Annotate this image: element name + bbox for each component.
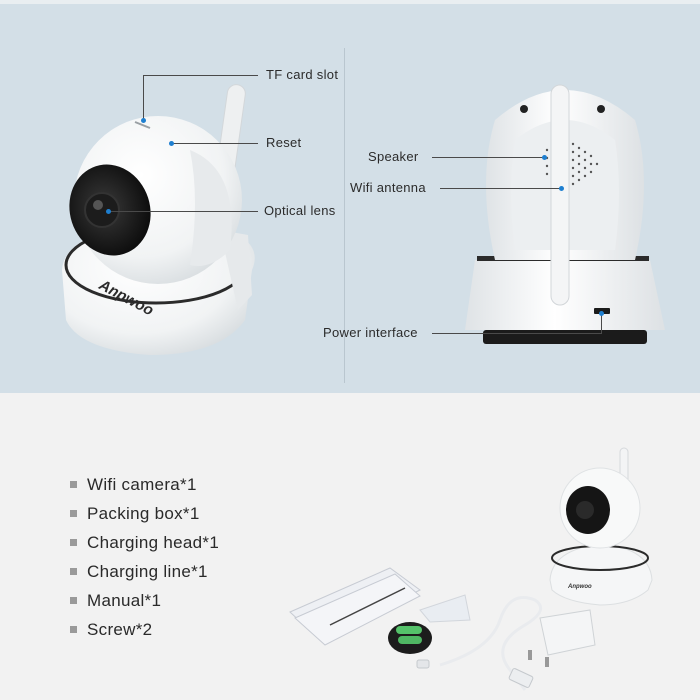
package-contents-photo: Anpwoo [289,447,653,691]
bullet-icon [70,568,77,575]
callout-line-power-interface-vertical [601,313,602,333]
callout-line-reset [173,143,258,144]
callout-line-speaker [432,157,545,158]
callout-dot-speaker [542,155,547,160]
bullet-icon [70,481,77,488]
front-camera-illustration: Anpwoo [62,84,255,355]
callout-dot-tf-card [141,118,146,123]
svg-text:Anpwoo: Anpwoo [567,584,592,590]
view-divider [344,48,345,383]
callout-dot-power-interface [599,311,604,316]
callout-line-tf-card [143,75,258,76]
list-item: Charging line*1 [70,557,219,586]
list-item: Charging head*1 [70,528,219,557]
label-reset: Reset [266,135,302,150]
bullet-icon [70,510,77,517]
label-optical-lens: Optical lens [264,203,336,218]
callout-dot-wifi-antenna [559,186,564,191]
list-item: Manual*1 [70,586,219,615]
back-camera-illustration [465,84,665,344]
panel-edge [0,0,700,4]
list-item: Packing box*1 [70,499,219,528]
package-contents-list: Wifi camera*1 Packing box*1 Charging hea… [70,470,219,644]
manual-illustration [289,567,421,646]
label-speaker: Speaker [368,149,419,164]
list-item: Wifi camera*1 [70,470,219,499]
label-tf-card-slot: TF card slot [266,67,339,82]
diagram-panel: Anpwoo TF card slot Reset Optical lens [0,0,700,393]
callout-line-tf-card-vertical [143,75,144,120]
label-power-interface: Power interface [323,325,418,340]
callout-dot-reset [169,141,174,146]
label-wifi-antenna: Wifi antenna [350,180,426,195]
bullet-icon [70,626,77,633]
callout-line-power-interface [432,333,602,334]
callout-line-optical-lens [110,211,258,212]
bullet-icon [70,597,77,604]
bullet-icon [70,539,77,546]
small-camera-illustration: Anpwoo [549,447,653,606]
callout-line-wifi-antenna [440,188,560,189]
list-item: Screw*2 [70,615,219,644]
callout-dot-optical-lens [106,209,111,214]
